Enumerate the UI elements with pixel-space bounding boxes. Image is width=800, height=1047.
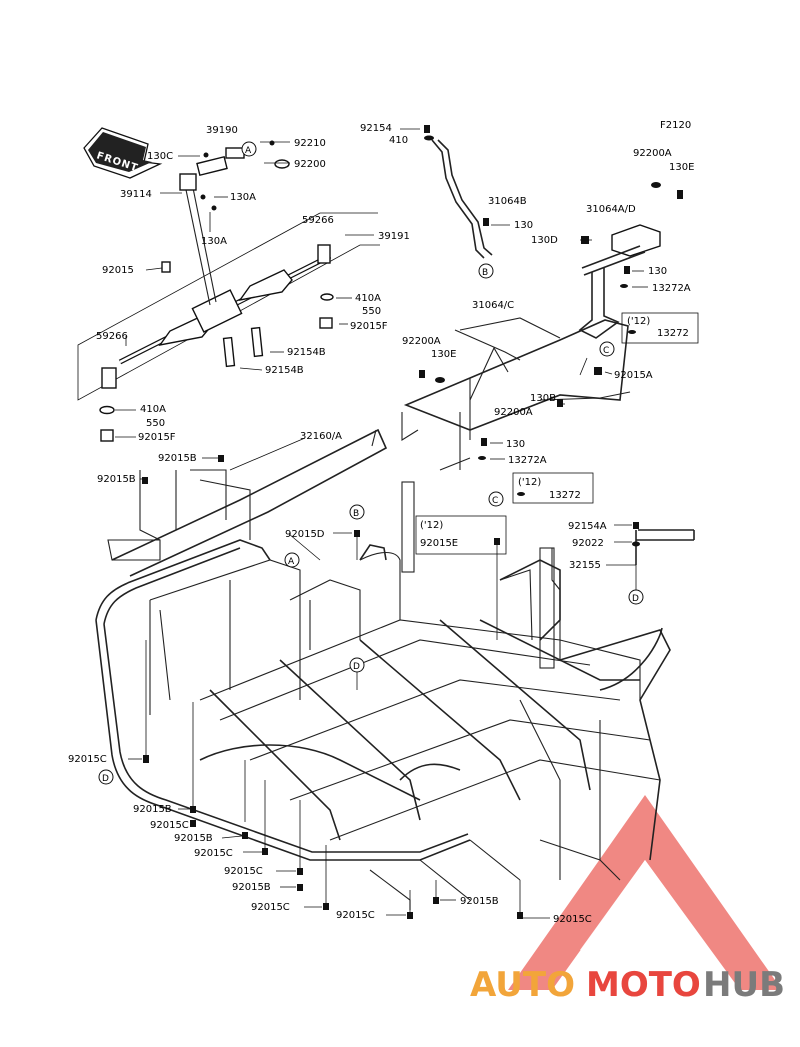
label-12-3: ('12) <box>420 520 443 531</box>
svg-text:B: B <box>353 509 359 519</box>
label-92200a-low: 92200A <box>494 407 533 418</box>
label-39190: 39190 <box>206 125 238 136</box>
year-boxes <box>415 312 699 555</box>
label-410-top: 410 <box>389 135 408 146</box>
svg-text:D: D <box>632 594 639 604</box>
watermark-text: AUTO MOTO HUB <box>470 965 785 1005</box>
upper-brackets-group <box>401 139 661 471</box>
label-12-1: ('12) <box>627 316 650 327</box>
label-59266-a: 59266 <box>302 215 334 226</box>
label-92015c-5: 92015C <box>251 902 290 913</box>
label-92015b-6: 92015B <box>460 896 499 907</box>
label-31064ad: 31064A/D <box>586 204 636 215</box>
label-92154b-1: 92154B <box>287 347 326 358</box>
label-92015d: 92015D <box>285 529 325 540</box>
label-13272-1: 13272 <box>657 328 689 339</box>
label-92015c-2: 92015C <box>150 820 189 831</box>
label-leaders <box>115 128 648 919</box>
label-92200-top: 92200 <box>294 159 326 170</box>
steering-rack-group <box>77 140 380 442</box>
label-92015c-1: 92015C <box>68 754 107 765</box>
svg-text:D: D <box>102 774 109 784</box>
figure-code: F2120 <box>660 120 691 131</box>
label-59266-b: 59266 <box>96 331 128 342</box>
label-92022: 92022 <box>572 538 604 549</box>
svg-text:MOTO: MOTO <box>586 965 701 1005</box>
label-39114: 39114 <box>120 189 152 200</box>
svg-text:A: A <box>245 146 252 156</box>
label-92015: 92015 <box>102 265 134 276</box>
label-31064c: 31064/C <box>472 300 514 311</box>
label-130-3: 130 <box>506 439 525 450</box>
label-92154b-2: 92154B <box>265 365 304 376</box>
label-12-2: ('12) <box>518 477 541 488</box>
callout-d-mid: D <box>349 657 365 673</box>
label-13272a-2: 13272A <box>508 455 547 466</box>
callout-a-top: A <box>241 141 257 157</box>
label-92015f-2: 92015F <box>138 432 176 443</box>
label-92015a: 92015A <box>614 370 653 381</box>
label-13272a-1: 13272A <box>652 283 691 294</box>
part-labels: 39190 92210 130C 92200 39114 130A 130A 5… <box>68 123 694 925</box>
label-32160a: 32160/A <box>300 431 342 442</box>
label-550-1: 550 <box>362 306 381 317</box>
label-130-2: 130 <box>648 266 667 277</box>
label-92200a-right: 92200A <box>633 148 672 159</box>
label-410a-1: 410A <box>355 293 381 304</box>
leader-lines <box>145 357 637 915</box>
label-92015e: 92015E <box>420 538 458 549</box>
label-92015c-3: 92015C <box>194 848 233 859</box>
label-92015f-1: 92015F <box>350 321 388 332</box>
label-92015c-6: 92015C <box>336 910 375 921</box>
label-92210: 92210 <box>294 138 326 149</box>
label-39191: 39191 <box>378 231 410 242</box>
label-92154a: 92154A <box>568 521 607 532</box>
label-92015b-5: 92015B <box>232 882 271 893</box>
label-130e-right: 130E <box>669 162 694 173</box>
label-550-2: 550 <box>146 418 165 429</box>
fastener-icons <box>142 125 683 919</box>
label-130e-mid: 130E <box>431 349 456 360</box>
front-arrow-icon: FRONT <box>83 127 163 179</box>
label-32155: 32155 <box>569 560 601 571</box>
callout-a-mid: A <box>284 552 300 568</box>
label-92154-top: 92154 <box>360 123 392 134</box>
label-92015c-4: 92015C <box>224 866 263 877</box>
svg-text:B: B <box>482 268 488 278</box>
label-92015c-7: 92015C <box>553 914 592 925</box>
label-130c-top: 130C <box>147 151 173 162</box>
callout-b-mid: B <box>349 504 365 520</box>
callout-c-top: C <box>599 341 615 357</box>
label-130a-2: 130A <box>201 236 227 247</box>
svg-text:HUB: HUB <box>703 965 785 1005</box>
svg-text:C: C <box>492 496 498 506</box>
label-31064b: 31064B <box>488 196 527 207</box>
callout-b-top: B <box>478 263 494 279</box>
label-92015b-3: 92015B <box>133 804 172 815</box>
label-130d: 130D <box>531 235 558 246</box>
svg-text:C: C <box>603 346 609 356</box>
callout-d-right: D <box>628 589 644 605</box>
watermark-logo <box>508 795 782 990</box>
label-130b: 130B <box>530 393 556 404</box>
label-13272-2: 13272 <box>549 490 581 501</box>
label-92200a-mid: 92200A <box>402 336 441 347</box>
main-frame-group <box>95 428 695 910</box>
label-92015b-2: 92015B <box>97 474 136 485</box>
svg-text:D: D <box>353 662 360 672</box>
svg-text:AUTO: AUTO <box>470 965 575 1005</box>
callout-c-mid: C <box>488 491 504 507</box>
label-92015b-1: 92015B <box>158 453 197 464</box>
label-92015b-4: 92015B <box>174 833 213 844</box>
svg-text:A: A <box>288 557 295 567</box>
label-410a-2: 410A <box>140 404 166 415</box>
label-130-1: 130 <box>514 220 533 231</box>
callout-d-left: D <box>98 769 114 785</box>
label-130a-1: 130A <box>230 192 256 203</box>
